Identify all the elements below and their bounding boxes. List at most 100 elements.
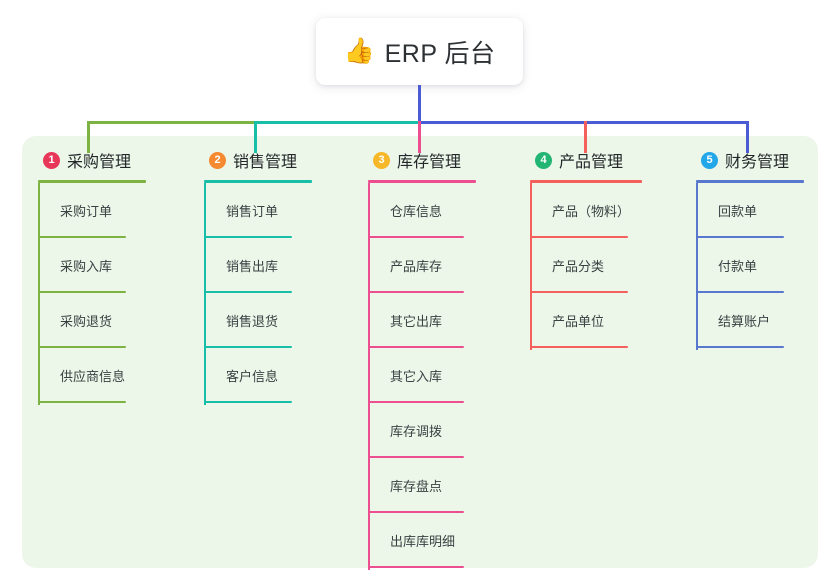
column-connector-rail [38, 183, 40, 405]
list-item[interactable]: 出库库明细 [368, 513, 476, 568]
list-item-label: 产品单位 [552, 314, 605, 329]
list-item-rule [38, 236, 126, 238]
diagram-panel [22, 136, 818, 568]
list-item-label: 回款单 [718, 204, 758, 219]
list-item[interactable]: 供应商信息 [38, 348, 146, 403]
list-item[interactable]: 结算账户 [696, 293, 804, 348]
list-item-rule [38, 291, 126, 293]
list-item[interactable]: 销售出库 [204, 238, 312, 293]
column-badge-number: 2 [209, 151, 226, 169]
list-item-label: 其它入库 [390, 369, 443, 384]
list-item-rule [368, 346, 464, 348]
list-item-rule [696, 346, 784, 348]
list-item-label: 付款单 [718, 259, 758, 274]
list-item[interactable]: 产品分类 [530, 238, 642, 293]
list-item[interactable]: 回款单 [696, 183, 804, 238]
list-item-rule [368, 511, 464, 513]
list-item-rule [204, 236, 292, 238]
list-item[interactable]: 销售退货 [204, 293, 312, 348]
list-item[interactable]: 产品库存 [368, 238, 476, 293]
list-item-label: 出库库明细 [390, 534, 456, 549]
list-item[interactable]: 库存调拨 [368, 403, 476, 458]
list-item-label: 库存调拨 [390, 424, 443, 439]
list-item-rule [696, 236, 784, 238]
root-node-card[interactable]: 👍 ERP 后台 [316, 18, 523, 85]
drop-finance [746, 121, 749, 153]
column-header-product[interactable]: 4 产品管理 [530, 140, 642, 180]
list-item[interactable]: 库存盘点 [368, 458, 476, 513]
list-item-label: 采购订单 [60, 204, 113, 219]
list-item-rule [696, 291, 784, 293]
list-item[interactable]: 产品单位 [530, 293, 642, 348]
drop-sales [254, 121, 257, 153]
list-item-rule [368, 291, 464, 293]
list-item[interactable]: 其它入库 [368, 348, 476, 403]
list-item-label: 供应商信息 [60, 369, 126, 384]
column-header-rule [38, 180, 146, 183]
list-item-label: 采购入库 [60, 259, 113, 274]
column-connector-rail [368, 183, 370, 570]
column-title: 财务管理 [725, 154, 790, 171]
list-item[interactable]: 销售订单 [204, 183, 312, 238]
list-item-rule [368, 566, 464, 568]
list-item-label: 采购退货 [60, 314, 113, 329]
list-item[interactable]: 客户信息 [204, 348, 312, 403]
column-badge-number: 1 [43, 151, 60, 169]
list-item-label: 产品库存 [390, 259, 443, 274]
root-trunk-line [418, 85, 421, 123]
bus-teal [254, 121, 420, 124]
column-title: 采购管理 [67, 154, 132, 171]
column-title: 库存管理 [397, 154, 462, 171]
list-item-rule [530, 346, 628, 348]
list-item-label: 结算账户 [718, 314, 771, 329]
column-connector-rail [204, 183, 206, 405]
column-item-list: 产品（物料） 产品分类产品单位 [530, 183, 642, 350]
drop-purchase [87, 121, 90, 153]
list-item-label: 销售出库 [226, 259, 279, 274]
list-item[interactable]: 付款单 [696, 238, 804, 293]
list-item-rule [38, 401, 126, 403]
list-item[interactable]: 其它出库 [368, 293, 476, 348]
list-item-label: 仓库信息 [390, 204, 443, 219]
list-item-label: 客户信息 [226, 369, 279, 384]
list-item[interactable]: 采购退货 [38, 293, 146, 348]
list-item[interactable]: 采购入库 [38, 238, 146, 293]
column-header-purchase[interactable]: 1 采购管理 [38, 140, 146, 180]
list-item-rule [368, 401, 464, 403]
list-item-rule [204, 291, 292, 293]
list-item-label: 其它出库 [390, 314, 443, 329]
column-header-rule [368, 180, 476, 183]
column-header-rule [696, 180, 804, 183]
thumbs-up-icon: 👍 [343, 37, 375, 65]
list-item-rule [530, 236, 628, 238]
list-item-rule [204, 346, 292, 348]
list-item-rule [530, 291, 628, 293]
list-item-label: 销售订单 [226, 204, 279, 219]
list-item-label: 库存盘点 [390, 479, 443, 494]
column-title: 产品管理 [559, 154, 624, 171]
list-item-rule [368, 456, 464, 458]
column-item-list: 销售订单销售出库销售退货客户信息 [204, 183, 312, 405]
list-item[interactable]: 采购订单 [38, 183, 146, 238]
page-title: ERP 后台 [384, 39, 496, 68]
drop-inventory [418, 121, 421, 153]
list-item-label: 产品分类 [552, 259, 605, 274]
column-header-finance[interactable]: 5 财务管理 [696, 140, 804, 180]
list-item[interactable]: 产品（物料） [530, 183, 642, 238]
column-item-list: 仓库信息产品库存其它出库其它入库库存调拨库存盘点出库库明细 [368, 183, 476, 570]
column-badge-number: 4 [535, 151, 552, 169]
list-item-rule [368, 236, 464, 238]
column-connector-rail [530, 183, 532, 350]
column-badge-number: 5 [701, 151, 718, 169]
column-item-list: 采购订单采购入库采购退货供应商信息 [38, 183, 146, 405]
list-item[interactable]: 仓库信息 [368, 183, 476, 238]
column-header-rule [204, 180, 312, 183]
list-item-rule [204, 401, 292, 403]
column-connector-rail [696, 183, 698, 350]
column-purchase: 1 采购管理采购订单采购入库采购退货供应商信息 [38, 140, 146, 405]
